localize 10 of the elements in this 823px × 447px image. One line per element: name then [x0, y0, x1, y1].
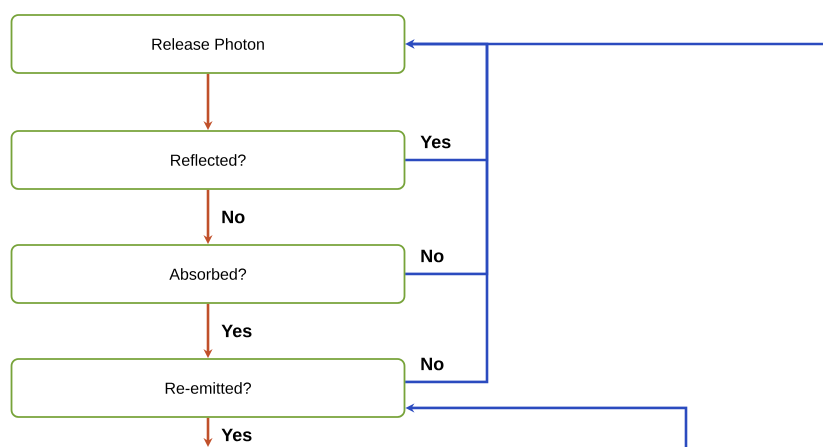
edge-label: No [419, 248, 446, 264]
edge-label: No [220, 210, 246, 224]
edge-label: Yes [419, 134, 452, 150]
edge-label: No [419, 356, 446, 372]
process-box: Absorbed? [10, 244, 406, 304]
process-box: Reflected? [10, 130, 406, 190]
process-box: Re-emitted? [10, 358, 406, 418]
edge-label: Yes [220, 428, 254, 442]
process-box: Release Photon [10, 14, 406, 74]
edge-label: Yes [220, 324, 254, 338]
